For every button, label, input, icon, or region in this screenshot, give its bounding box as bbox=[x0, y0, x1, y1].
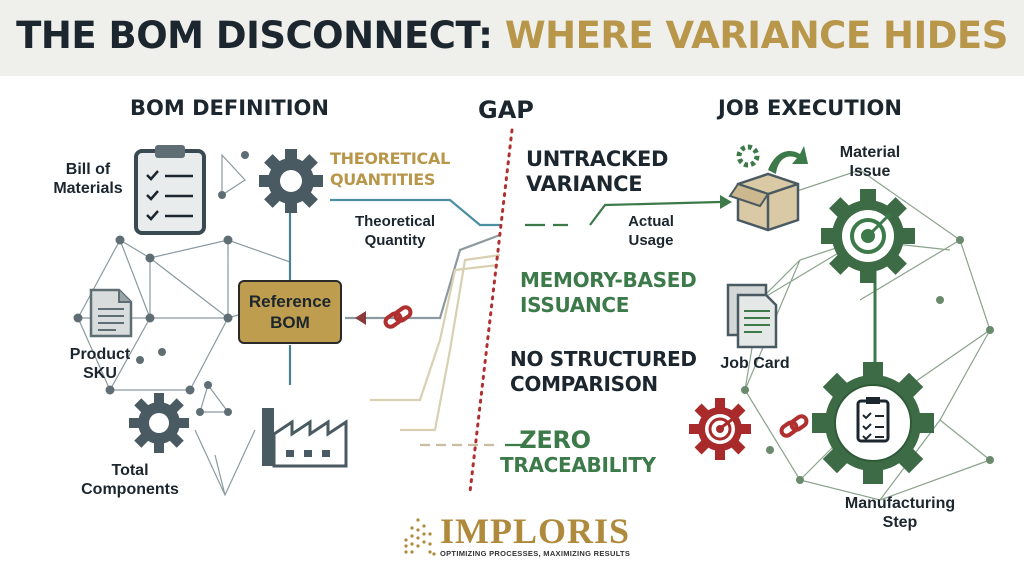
left-network-nodes bbox=[73, 151, 249, 416]
process-gear-icon bbox=[821, 189, 915, 283]
logo-mark-icon bbox=[404, 518, 436, 556]
section-bom-definition: BOM DEFINITION bbox=[130, 96, 329, 120]
section-job-execution: JOB EXECUTION bbox=[718, 96, 902, 120]
gap-connectors bbox=[288, 198, 721, 447]
broken-link-icon-right bbox=[779, 414, 809, 438]
variance-target-gear-icon bbox=[689, 398, 751, 460]
factory-icon bbox=[262, 408, 348, 468]
clipboard-checklist-icon bbox=[134, 145, 206, 235]
section-gap: GAP bbox=[478, 96, 534, 124]
document-icon bbox=[89, 288, 133, 338]
label-job-card: Job Card bbox=[720, 355, 790, 372]
header-band bbox=[0, 0, 1024, 76]
actual-usage-arrowhead bbox=[720, 195, 732, 209]
logo-tagline: OPTIMIZING PROCESSES, MAXIMIZING RESULTS bbox=[440, 549, 631, 558]
title-part-1: THE BOM DISCONNECT: bbox=[16, 14, 493, 57]
material-box-icon bbox=[728, 144, 808, 232]
gap-divider-line bbox=[468, 128, 514, 494]
right-network-nodes bbox=[741, 236, 994, 484]
job-card-document-icon bbox=[726, 283, 778, 349]
gear-icon bbox=[259, 149, 323, 213]
implorid-logo: IMPLORIS OPTIMIZING PROCESSES, MAXIMIZIN… bbox=[400, 510, 630, 562]
manufacturing-step-gear-icon bbox=[812, 362, 934, 484]
page-title: THE BOM DISCONNECT: WHERE VARIANCE HIDES bbox=[0, 14, 1024, 57]
broken-link-icon bbox=[383, 305, 413, 329]
components-gear-icon bbox=[129, 393, 189, 453]
reference-bom-arrowhead bbox=[355, 311, 366, 325]
logo-name: IMPLORIS bbox=[440, 511, 631, 551]
title-part-2: WHERE VARIANCE HIDES bbox=[504, 14, 1009, 57]
